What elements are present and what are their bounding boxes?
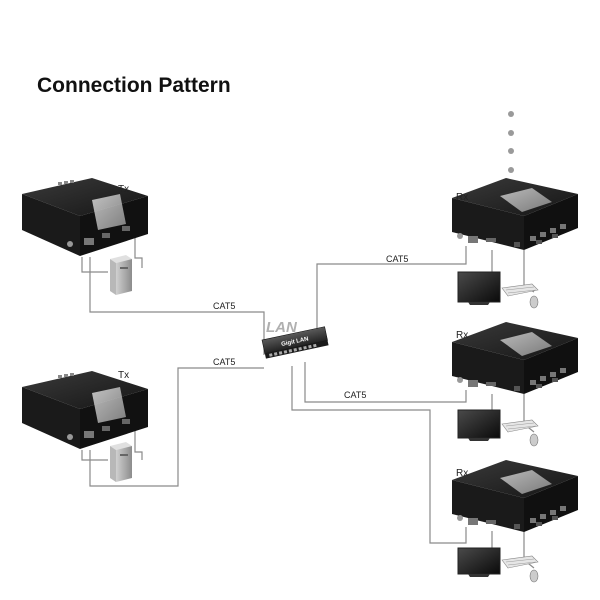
monitor-icon (457, 271, 501, 305)
rx-unit-2: Rx (452, 322, 578, 394)
pc-tower-icon (110, 442, 132, 482)
rx-label-1: Rx (456, 192, 468, 203)
cable-tx2-switch (89, 367, 264, 487)
tx-unit-2: Tx (22, 370, 148, 449)
rx-label-2: Rx (456, 330, 468, 341)
cable-label-tx1: CAT5 (213, 301, 235, 311)
monitor-icon (457, 547, 501, 577)
keyboard-icon (501, 283, 539, 297)
cable-tx1-switch (89, 257, 265, 355)
tx-label-1: Tx (118, 184, 129, 195)
pc-tower-icon (110, 255, 132, 295)
rx-unit-3: Rx (452, 460, 578, 532)
tx-label-2: Tx (118, 370, 129, 381)
tx-unit-1: Tx (22, 178, 148, 256)
page-title: Connection Pattern (37, 74, 231, 97)
cable-tx1-pc (81, 226, 143, 273)
rx-label-3: Rx (456, 468, 468, 479)
cable-label-tx2: CAT5 (213, 357, 235, 367)
keyboard-icon (501, 419, 539, 433)
cable-switch-rx1 (316, 246, 467, 346)
mouse-icon (529, 433, 539, 447)
cable-switch-rx3 (291, 366, 467, 544)
cable-label-rx2: CAT5 (344, 390, 366, 400)
continuation-dots (508, 111, 514, 173)
lan-label: LAN (266, 319, 298, 336)
mouse-icon (529, 569, 539, 583)
cable-label-rx1: CAT5 (386, 254, 408, 264)
monitor-icon (457, 409, 501, 441)
cable-switch-rx2 (304, 362, 467, 403)
network-switch-icon: Gigit LAN (261, 326, 329, 359)
keyboard-icon (501, 555, 539, 569)
cable-tx2-pc (81, 420, 143, 461)
switch-label: Gigit LAN (281, 336, 309, 348)
mouse-icon (529, 295, 539, 309)
rx-unit-1: Rx (452, 178, 578, 250)
